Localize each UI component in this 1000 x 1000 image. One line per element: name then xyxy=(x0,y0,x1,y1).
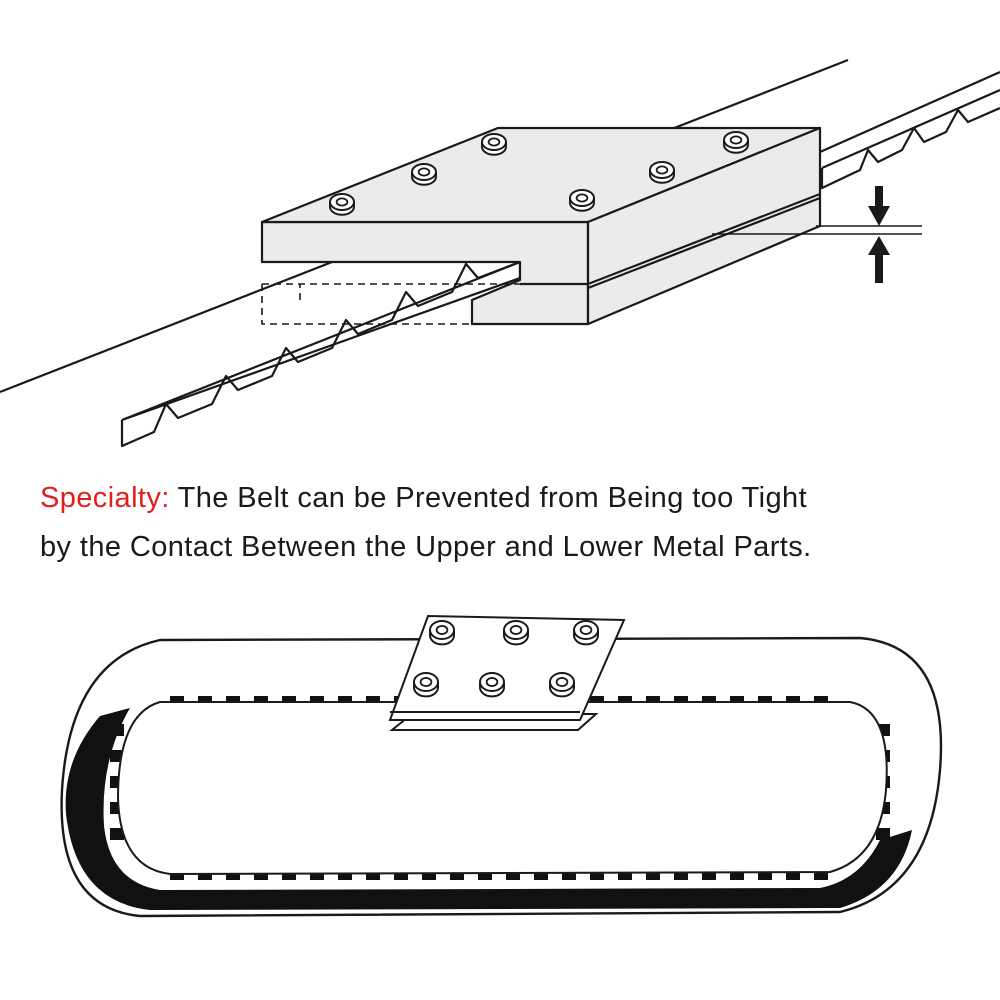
belt-clamp-top-diagram xyxy=(0,58,1000,448)
belt-loop-diagram xyxy=(60,614,943,918)
clamp-bolt-icon xyxy=(429,620,455,646)
clamp-bolt-icon xyxy=(573,620,599,646)
caption-text-1: The Belt can be Prevented from Being too… xyxy=(169,482,808,514)
belt-hidden-dashed xyxy=(261,283,520,325)
gap-arrow-down-icon xyxy=(868,186,890,226)
clamp-bolt-icon xyxy=(479,672,505,698)
rail-line-upper xyxy=(819,70,1000,154)
clamp-bolt-icon xyxy=(723,131,749,154)
belt-loop-dark xyxy=(65,708,913,910)
plate-seam-side-2 xyxy=(587,196,821,290)
clamp-bolt-icon xyxy=(569,189,595,212)
specialty-keyword: Specialty: xyxy=(40,482,170,514)
belt-right-section xyxy=(820,88,1000,190)
clamp-bolt-icon xyxy=(481,133,507,156)
belt-tooth xyxy=(876,828,890,840)
belt-left-top xyxy=(121,260,521,422)
belt-left-section xyxy=(120,260,522,448)
belt-clamp-bolts xyxy=(413,620,599,698)
belt-loop-inner xyxy=(116,701,888,876)
caption-line-2: by the Contact Between the Upper and Low… xyxy=(40,533,970,562)
caption-line-1: Specialty: The Belt can be Prevented fro… xyxy=(40,484,970,513)
belt-tooth xyxy=(110,724,124,736)
belt-tooth xyxy=(110,828,124,840)
clamp-bolt-icon xyxy=(411,163,437,186)
caption-text-2: by the Contact Between the Upper and Low… xyxy=(40,531,812,563)
clamp-bolt-icon xyxy=(329,193,355,216)
clamp-bolts xyxy=(329,131,749,216)
clamp-bolt-icon xyxy=(413,672,439,698)
clamp-bolt-icon xyxy=(549,672,575,698)
plate-seam-side xyxy=(587,192,821,286)
clamp-bolt-icon xyxy=(503,620,529,646)
gap-arrow-up-icon xyxy=(868,236,890,283)
clamp-bolt-icon xyxy=(649,161,675,184)
